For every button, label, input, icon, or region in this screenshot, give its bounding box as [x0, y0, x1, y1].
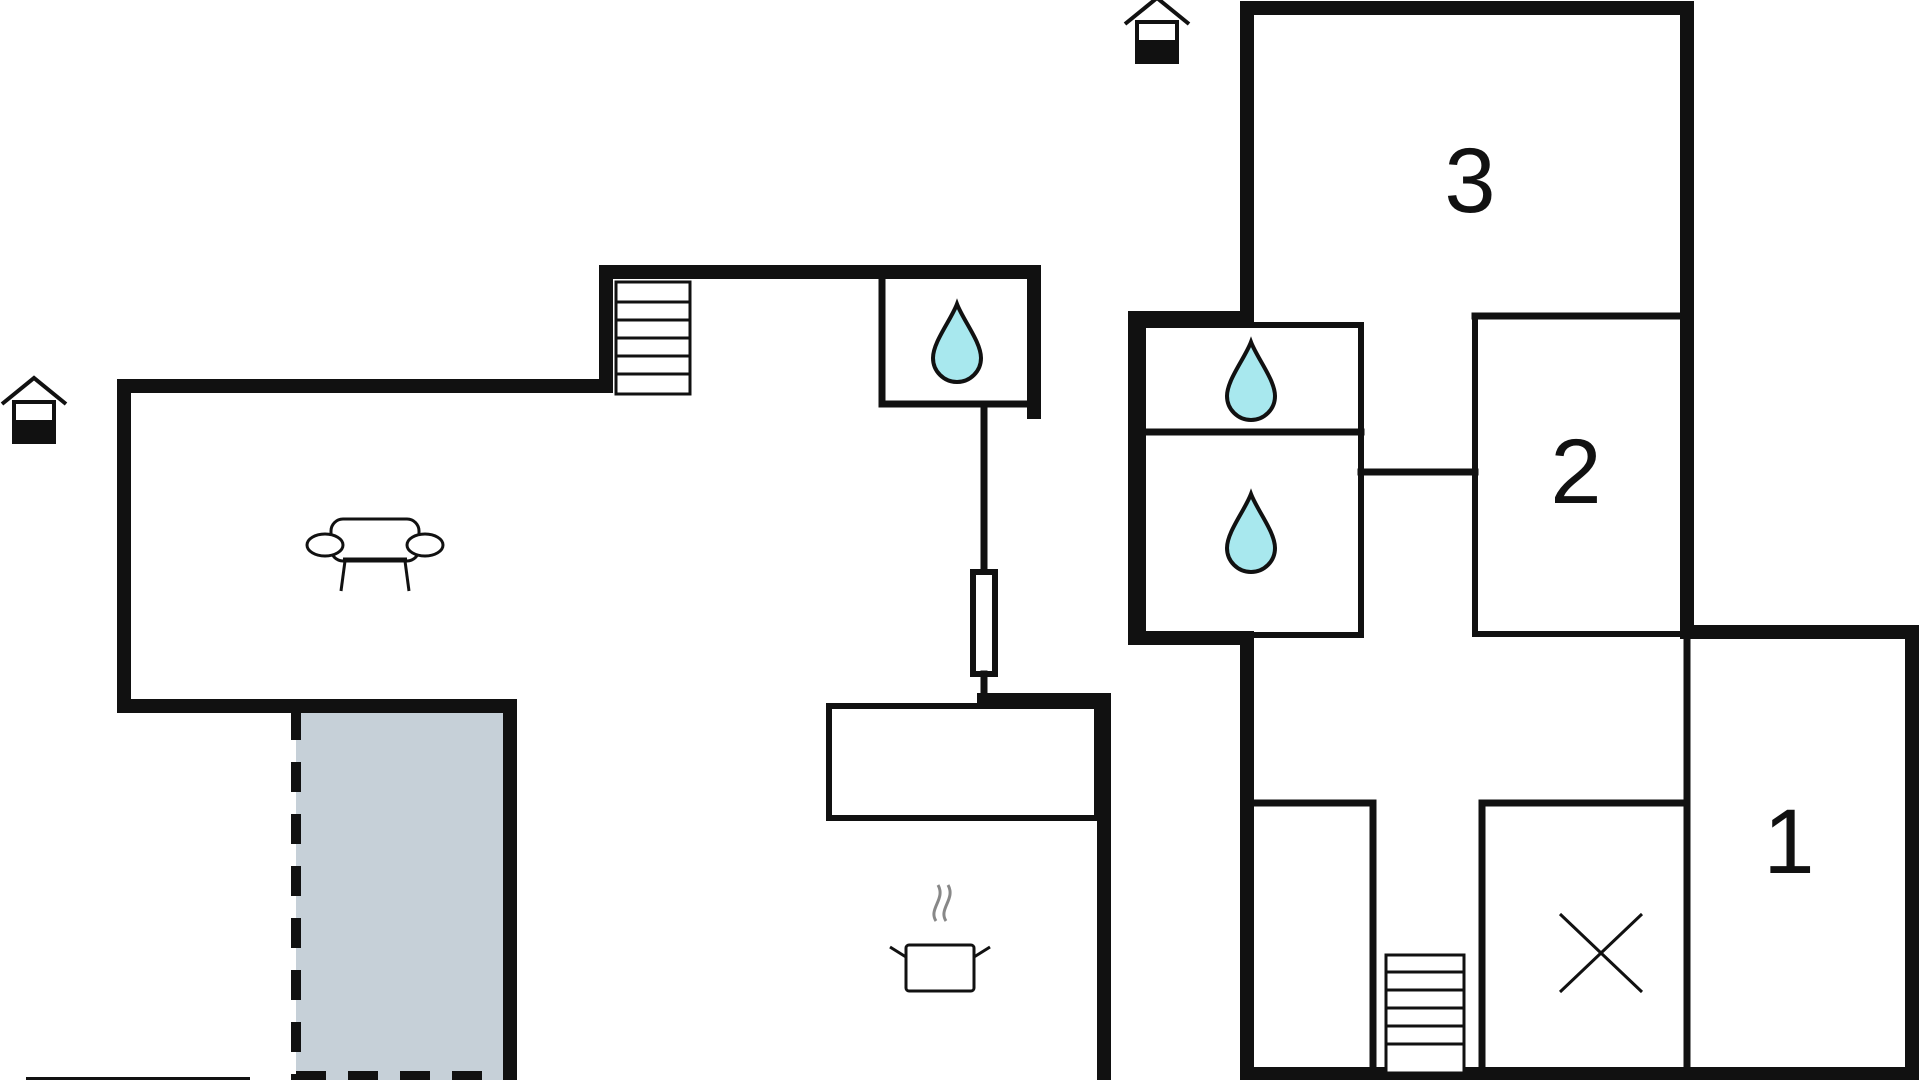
utility-room-wall: [1478, 799, 1691, 1080]
room-label-3: 3: [1444, 130, 1495, 232]
water-drop-icon: [931, 302, 983, 384]
terrace-area: [296, 710, 510, 1080]
window: [970, 569, 998, 677]
room-label-2: 2: [1550, 421, 1601, 523]
storage-room-wall: [1243, 799, 1377, 1080]
entrance-house-icon: [1123, 0, 1191, 64]
left-building-outer-wall: [117, 265, 1041, 1080]
staircase-icon: [1384, 953, 1466, 1075]
left-building: [0, 265, 1111, 1080]
kitchen-counter: [826, 703, 1100, 821]
right-building: 3 2 1: [1123, 0, 1919, 1080]
staircase-icon: [614, 280, 692, 396]
room-label-1: 1: [1763, 791, 1814, 893]
entrance-house-icon: [0, 376, 68, 444]
water-drop-icon: [1225, 492, 1277, 574]
cross-mark-icon: [1558, 912, 1644, 994]
sofa-icon: [305, 517, 445, 592]
water-drop-icon: [1225, 340, 1277, 422]
left-building-outer-wall-right: [977, 693, 1111, 1080]
bathroom-block: [1140, 322, 1364, 638]
cooking-pot-icon: [889, 884, 991, 993]
